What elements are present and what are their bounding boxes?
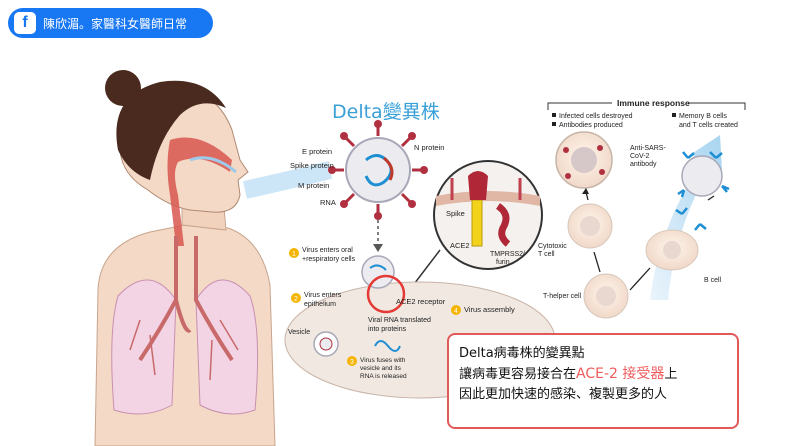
callout-line-2: 讓病毒更容易接合在ACE-2 接受器上 <box>459 364 727 385</box>
inset-label-ace2: ACE2 <box>450 241 470 250</box>
step-1-marker <box>289 248 299 258</box>
human-figure <box>94 70 276 446</box>
callout-highlight-ace2: ACE-2 接受器 <box>576 366 665 382</box>
callout-line-2-post: 上 <box>664 367 678 382</box>
author-badge[interactable]: f 陳欣湄。家醫科女醫師日常 <box>8 8 213 38</box>
ace2-receptor-label: ACE2 receptor <box>396 297 446 306</box>
callout-line-2-pre: 讓病毒更容易接合在 <box>459 367 577 382</box>
callout-box: Delta病毒株的變異點 讓病毒更容易接合在ACE-2 接受器上 因此更加快速的… <box>447 333 739 429</box>
facebook-icon: f <box>14 12 36 34</box>
step-3-text-a: Virus fuses with <box>360 357 406 364</box>
cytotoxic-label-a: Cytotoxic <box>538 243 567 250</box>
author-name: 陳欣湄。家醫科女醫師日常 <box>43 16 188 31</box>
viral-rna-text-b: into proteins <box>368 326 407 333</box>
vesicle-label: Vesicle <box>288 329 310 336</box>
inset-magnified <box>433 160 543 270</box>
callout-line-1: Delta病毒株的變異點 <box>459 346 585 361</box>
immune-right-1: Memory B cells <box>679 113 727 120</box>
svg-text:1: 1 <box>292 251 296 258</box>
svg-text:2: 2 <box>294 296 298 303</box>
immune-right-2: and T cells created <box>679 122 738 129</box>
variant-title: Delta變異株 <box>332 101 440 123</box>
antibody-label-a: Anti-SARS- <box>630 145 666 152</box>
label-spike-protein: Spike protein <box>290 161 334 170</box>
svg-text:4: 4 <box>454 308 458 315</box>
callout-line-3: 因此更加快速的感染、複製更多的人 <box>459 387 668 402</box>
step-2-marker <box>291 293 301 303</box>
antibody-label-c: antibody <box>630 161 657 168</box>
immune-left-2: Antibodies produced <box>559 122 623 129</box>
airflow <box>243 161 333 199</box>
virus-particle <box>328 120 428 220</box>
immune-title: Immune response <box>617 98 690 108</box>
step-3-text-b: vesicle and its <box>360 365 402 372</box>
inset-label-spike: Spike <box>446 209 465 218</box>
step-4-text: Virus assembly <box>464 305 515 314</box>
label-m-protein: M protein <box>298 181 329 190</box>
step-2-text-a: Virus enters <box>304 292 342 299</box>
inset-label-furin: furin <box>496 259 510 266</box>
step-1-text-a: Virus enters oral <box>302 247 353 254</box>
t-helper-label: T-helper cell <box>543 293 582 300</box>
label-n-protein: N protein <box>414 143 444 152</box>
b-cell-label: B cell <box>704 277 722 284</box>
immune-left-1: Infected cells destroyed <box>559 113 633 120</box>
viral-rna-text-a: Viral RNA translated <box>368 317 431 324</box>
antibody-label-b: CoV-2 <box>630 153 650 160</box>
step-1-text-b: +respiratory cells <box>302 256 356 263</box>
inset-label-tmprss2: TMPRSS2/ <box>490 251 525 258</box>
label-rna: RNA <box>320 198 336 207</box>
ace2-highlight-circle <box>366 274 406 314</box>
step-4-marker <box>451 305 461 315</box>
cytotoxic-label-b: T cell <box>538 251 555 258</box>
immune-response-panel: Immune response Infected cells destroyed… <box>538 96 746 319</box>
svg-text:3: 3 <box>350 359 354 366</box>
step-2-text-b: epithelium <box>304 301 336 308</box>
step-3-marker <box>347 356 357 366</box>
label-e-protein: E protein <box>302 147 332 156</box>
step-3-text-c: RNA is released <box>360 373 407 380</box>
